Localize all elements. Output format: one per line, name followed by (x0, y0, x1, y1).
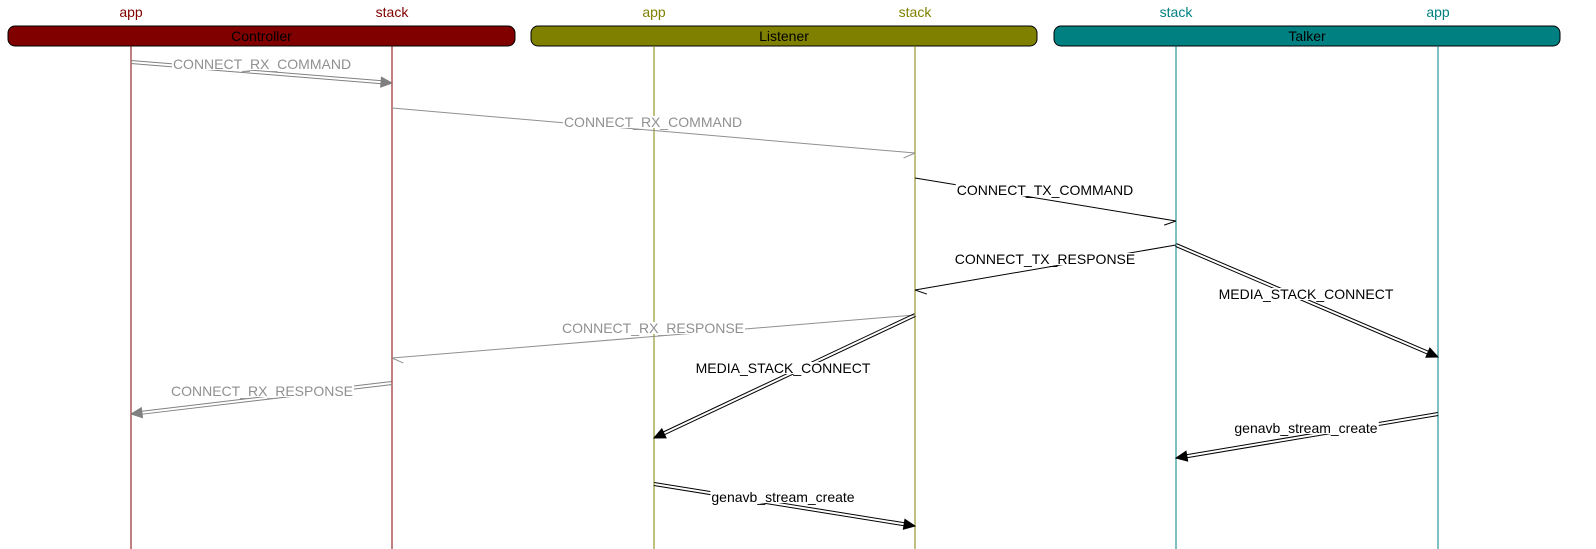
messages-layer: CONNECT_RX_COMMAND CONNECT_RX_COMMAND CONN… (129, 56, 1440, 530)
message-line (1175, 245, 1429, 355)
lifeline-controller-app: app (119, 4, 143, 549)
message-label: genavb_stream_create (1234, 420, 1377, 436)
message-2: CONNECT_RX_COMMAND (391, 107, 916, 159)
arrow-head (391, 357, 404, 364)
message-9: genavb_stream_create (1174, 412, 1439, 462)
lifeline-listener-app: app (642, 4, 666, 549)
message-4: CONNECT_TX_RESPONSE (914, 244, 1177, 295)
lifelines-layer: app stack app stack stack app (119, 4, 1450, 549)
message-label-bg (171, 58, 353, 70)
arrow-head (652, 427, 667, 439)
group-bar (1053, 25, 1561, 47)
group-talker: Talker (1053, 25, 1561, 47)
arrow-head (1425, 347, 1440, 358)
message-label-bg (562, 116, 744, 128)
message-label-bg (955, 184, 1135, 196)
message-label-bg (953, 253, 1137, 265)
groups-layer: Controller Listener Talker (7, 25, 1561, 47)
message-line (391, 107, 916, 154)
message-label: CONNECT_RX_COMMAND (173, 56, 351, 72)
message-label-bg (694, 362, 872, 374)
message-label: CONNECT_RX_COMMAND (564, 114, 742, 130)
message-label-bg (1217, 288, 1395, 300)
message-5: MEDIA_STACK_CONNECT (1175, 243, 1440, 358)
group-label: Talker (1288, 28, 1326, 44)
message-1: CONNECT_RX_COMMAND (130, 56, 394, 88)
message-label: genavb_stream_create (711, 489, 854, 505)
message-label: MEDIA_STACK_CONNECT (1219, 286, 1394, 302)
lifeline-label: stack (1160, 4, 1194, 20)
message-10: genavb_stream_create (653, 482, 917, 530)
message-8: CONNECT_RX_RESPONSE (129, 381, 393, 419)
message-label: CONNECT_TX_COMMAND (957, 182, 1134, 198)
message-line (391, 314, 916, 359)
lifeline-label: stack (376, 4, 410, 20)
message-line (1186, 414, 1439, 459)
lifeline-controller-stack: stack (376, 4, 410, 549)
arrow-head (914, 289, 928, 295)
group-label: Listener (759, 28, 809, 44)
lifeline-label: app (1426, 4, 1450, 20)
group-label: Controller (231, 28, 292, 44)
message-label-bg (560, 322, 746, 334)
group-bar (530, 25, 1038, 47)
message-label: CONNECT_RX_RESPONSE (562, 320, 744, 336)
arrow-head (380, 76, 394, 88)
lifeline-talker-stack: stack (1160, 4, 1194, 549)
group-controller: Controller (7, 25, 516, 47)
lifeline-listener-stack: stack (899, 4, 933, 549)
message-label-bg (169, 385, 355, 397)
lifeline-label: app (642, 4, 666, 20)
lifeline-label: stack (899, 4, 933, 20)
message-label: MEDIA_STACK_CONNECT (696, 360, 871, 376)
arrow-head (902, 518, 917, 530)
lifeline-talker-app: app (1426, 4, 1450, 549)
message-line (914, 244, 1177, 291)
message-7: MEDIA_STACK_CONNECT (652, 313, 916, 439)
group-listener: Listener (530, 25, 1038, 47)
message-label-bg (1233, 422, 1379, 434)
arrow-head (903, 152, 916, 159)
arrow-head (129, 406, 144, 419)
group-bar (7, 25, 516, 47)
message-3: CONNECT_TX_COMMAND (914, 177, 1177, 226)
message-line (653, 484, 905, 527)
message-line (663, 315, 916, 436)
message-6: CONNECT_RX_RESPONSE (391, 314, 916, 364)
arrow-head (1174, 450, 1189, 462)
message-label-bg (710, 491, 856, 503)
arrow-head (1164, 220, 1177, 226)
message-label: CONNECT_TX_RESPONSE (955, 251, 1135, 267)
lifeline-label: app (119, 4, 143, 20)
message-label: CONNECT_RX_RESPONSE (171, 383, 353, 399)
